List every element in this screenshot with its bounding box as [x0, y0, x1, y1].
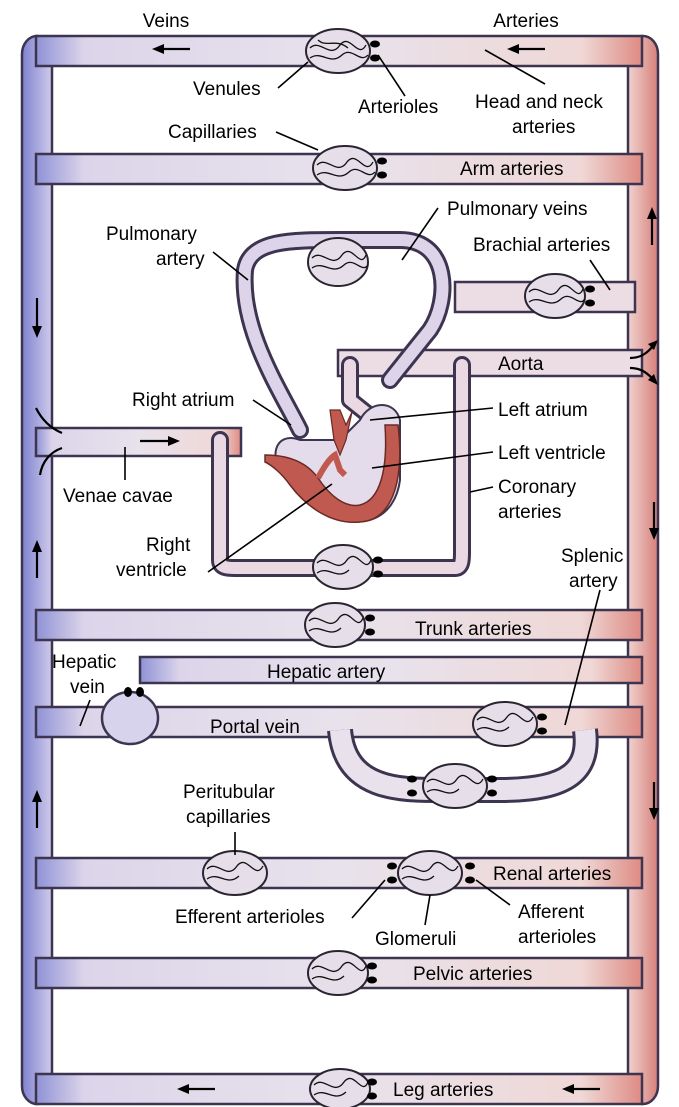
- arteriole-dots: [124, 40, 595, 1100]
- label-splenic-1: Splenic: [561, 546, 623, 567]
- capillary-bed-glomeruli: [397, 850, 463, 896]
- label-pulmonary-veins: Pulmonary veins: [447, 199, 587, 220]
- capillary-bed-trunk: [304, 602, 366, 648]
- capillary-bed-leg: [309, 1068, 371, 1107]
- arrow-top-left: [152, 44, 190, 54]
- label-venules: Venules: [193, 79, 261, 100]
- label-portal-vein: Portal vein: [210, 717, 300, 738]
- artery-trunk: [626, 34, 660, 1106]
- label-capillaries: Capillaries: [168, 122, 257, 143]
- capillary-bed-head: [305, 28, 371, 74]
- label-pulmonary-artery-1: Pulmonary: [106, 224, 197, 245]
- label-venae-cavae: Venae cavae: [63, 486, 173, 507]
- label-coronary-2: arteries: [498, 502, 561, 523]
- label-peritubular-1: Peritubular: [183, 782, 276, 803]
- capillary-bed-peritubular: [202, 850, 268, 896]
- capillary-bed-liver: [472, 701, 538, 747]
- label-left-ventricle: Left ventricle: [498, 443, 606, 464]
- arrow-curve-lower: [38, 446, 63, 476]
- label-aorta: Aorta: [498, 354, 544, 375]
- label-left-atrium: Left atrium: [498, 400, 588, 421]
- arrow-left-up-2: [32, 790, 42, 828]
- label-arm-arteries: Arm arteries: [460, 159, 563, 180]
- label-afferent-1: Afferent: [518, 902, 585, 923]
- arrow-aorta-down-head: [648, 374, 658, 385]
- capillary-beds: [202, 28, 586, 1107]
- arrow-left-up-1: [32, 540, 42, 578]
- capillary-bed-pelvic: [307, 950, 369, 996]
- label-efferent-arterioles: Efferent arterioles: [175, 907, 325, 928]
- arrow-venae-cavae: [140, 436, 180, 446]
- heart: [264, 404, 401, 523]
- label-splenic-2: artery: [569, 571, 618, 592]
- arrow-bottom-right: [562, 1084, 600, 1094]
- label-afferent-2: arterioles: [518, 927, 596, 948]
- capillary-bed-arm: [312, 145, 378, 191]
- label-peritubular-2: capillaries: [186, 807, 270, 828]
- leader-lines: [79, 49, 611, 926]
- label-pulmonary-artery-2: artery: [156, 249, 205, 270]
- capillary-bed-coronary: [312, 544, 374, 590]
- label-hepatic-vein-2: vein: [70, 677, 105, 698]
- label-head-neck-1: Head and neck: [475, 92, 603, 113]
- label-leg-arteries: Leg arteries: [393, 1080, 493, 1101]
- arrow-left-down: [32, 298, 42, 338]
- label-hepatic-artery: Hepatic artery: [267, 662, 386, 683]
- label-right-atrium: Right atrium: [132, 390, 234, 411]
- label-veins: Veins: [143, 11, 189, 32]
- arrow-bottom-left: [177, 1084, 215, 1094]
- label-coronary-1: Coronary: [498, 477, 577, 498]
- arrow-top-right: [507, 44, 545, 54]
- label-trunk-arteries: Trunk arteries: [415, 619, 532, 640]
- label-pelvic-arteries: Pelvic arteries: [413, 964, 532, 985]
- arrow-curve-upper: [35, 407, 63, 435]
- label-brachial-arteries: Brachial arteries: [473, 235, 610, 256]
- label-hepatic-vein-1: Hepatic: [52, 652, 116, 673]
- capillary-bed-intestine: [422, 763, 488, 809]
- label-arterioles: Arterioles: [358, 97, 438, 118]
- labels: Veins Arteries Venules Arterioles Head a…: [52, 11, 623, 1101]
- flow-arrows: [32, 44, 659, 1094]
- label-head-neck-2: arteries: [512, 117, 575, 138]
- label-glomeruli: Glomeruli: [375, 929, 456, 950]
- label-renal-arteries: Renal arteries: [493, 864, 611, 885]
- label-arteries: Arteries: [493, 11, 558, 32]
- label-right-ventricle-2: ventricle: [116, 560, 187, 581]
- arrow-aorta-up-head: [648, 340, 658, 350]
- arrow-right-down-1: [649, 502, 659, 540]
- capillary-bed-brachial: [524, 273, 586, 319]
- label-right-ventricle-1: Right: [146, 535, 191, 556]
- arrow-right-up: [647, 207, 657, 245]
- arrow-right-down-2: [649, 782, 659, 820]
- capillary-bed-lung: [307, 237, 369, 287]
